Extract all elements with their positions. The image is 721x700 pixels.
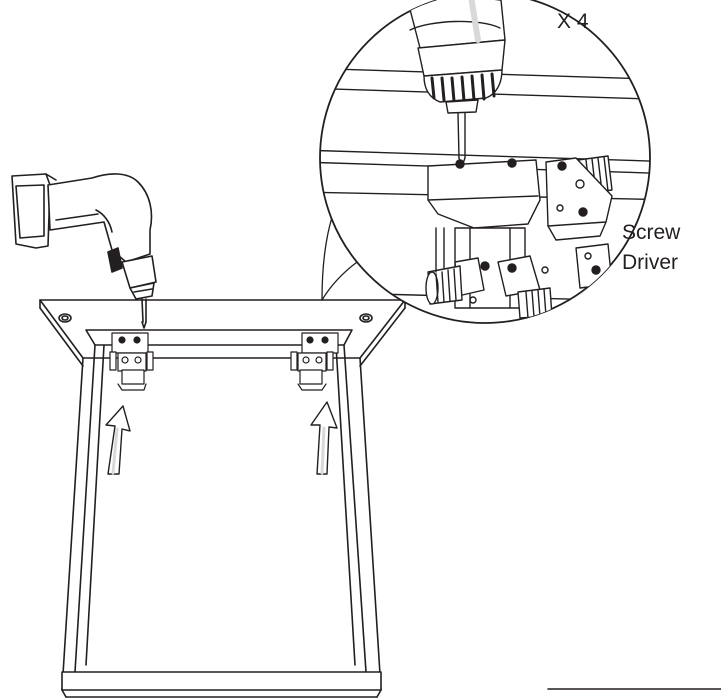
screwdriver-icon xyxy=(11,173,157,329)
tool-label-line-1: Screw xyxy=(622,221,681,244)
drill-chuck-icon xyxy=(404,0,506,167)
roller-icon xyxy=(425,265,463,305)
left-slide-bracket xyxy=(109,332,154,391)
arrow-up-icon xyxy=(310,401,338,475)
tool-label-line-2: Driver xyxy=(622,251,678,274)
roller-icon xyxy=(517,287,553,319)
arrow-up-icon xyxy=(105,405,131,475)
detail-zoom-circle xyxy=(319,0,651,324)
right-slide-bracket xyxy=(290,332,339,391)
quantity-label: X 4 xyxy=(557,10,589,33)
